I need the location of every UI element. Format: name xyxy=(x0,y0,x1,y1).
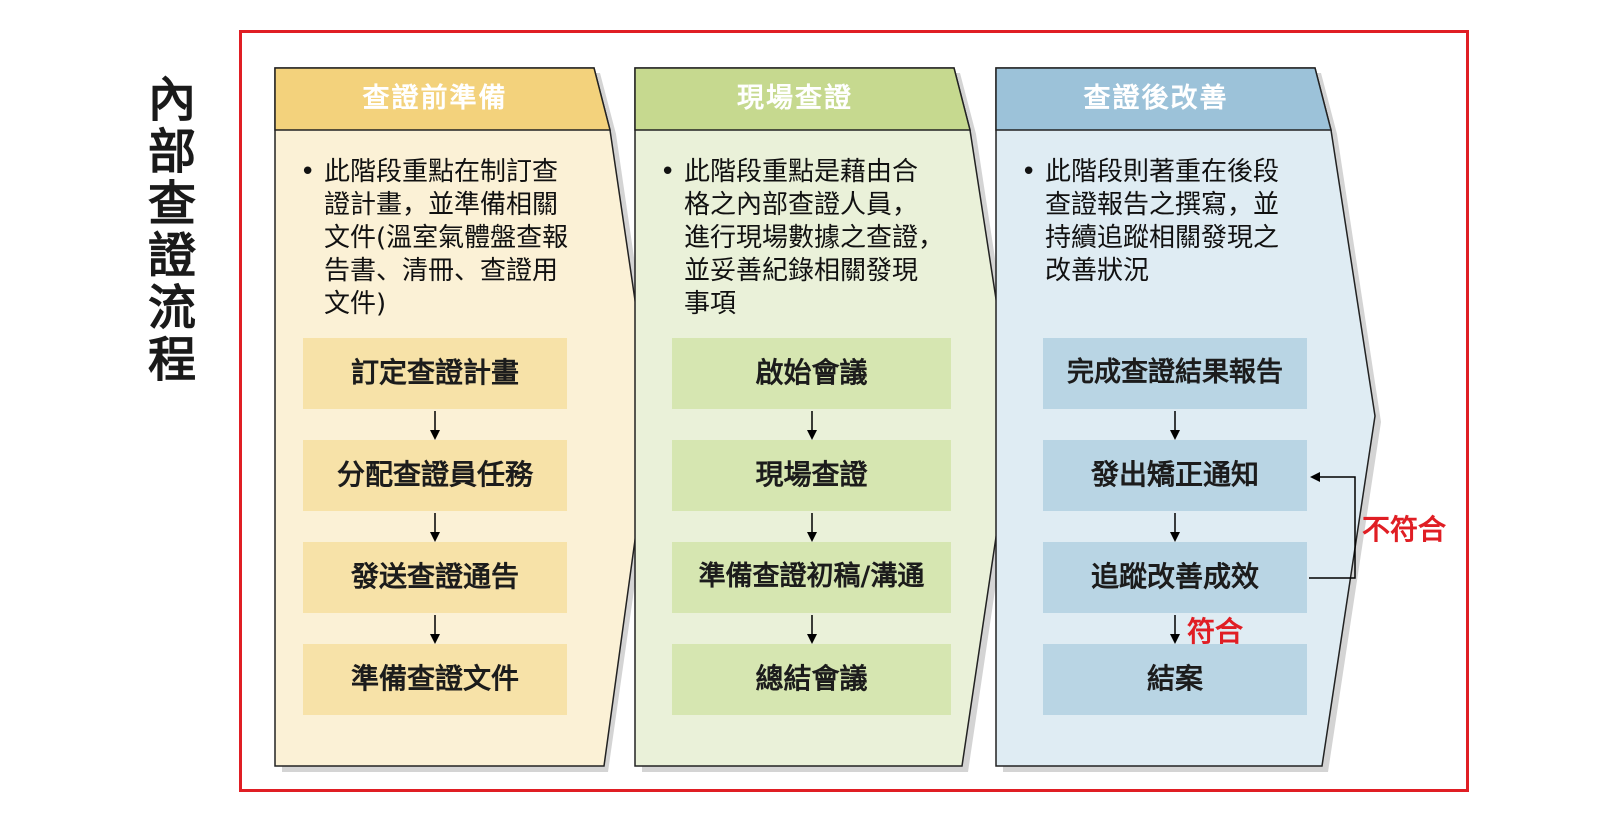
title-char: 程 xyxy=(147,332,196,388)
description-line: 進行現場數據之查證， xyxy=(684,223,945,253)
description-line: 文件) xyxy=(324,289,387,319)
title-char: 部 xyxy=(147,124,196,180)
step-label: 發送查證通告 xyxy=(350,560,519,593)
outer-red-frame xyxy=(239,30,1469,792)
step-box xyxy=(303,644,567,715)
description-line: 文件(溫室氣體盤查報 xyxy=(324,223,569,253)
title-char: 證 xyxy=(147,228,196,284)
step-label: 完成查證結果報告 xyxy=(1067,357,1283,388)
diagram-title: 內 部 查 證 流 程 xyxy=(140,74,204,386)
step-label: 準備查證初稿/溝通 xyxy=(698,561,925,592)
description-line: 此階段重點在制訂查 xyxy=(324,157,559,187)
step-label: 訂定查證計畫 xyxy=(350,356,519,389)
description-line: 查證報告之撰寫，並 xyxy=(1045,190,1280,220)
description-line: 事項 xyxy=(684,289,737,319)
description-line: 此階段則著重在後段 xyxy=(1045,157,1280,187)
description-line: 並妥善紀錄相關發現 xyxy=(684,256,919,286)
step-label: 啟始會議 xyxy=(755,356,868,389)
step-box xyxy=(1043,338,1307,409)
step-label: 分配查證員任務 xyxy=(336,458,533,491)
conform-label: 符合 xyxy=(1187,615,1244,648)
step-box xyxy=(303,440,567,511)
feedback-arrow xyxy=(1309,472,1356,579)
step-box xyxy=(672,338,951,409)
description-line: 此階段重點是藉由合 xyxy=(684,157,919,187)
description-line: 告書、清冊、查證用 xyxy=(324,256,559,286)
description-line: 改善狀況 xyxy=(1045,256,1150,286)
description-line: 證計畫，並準備相關 xyxy=(324,190,559,220)
step-box xyxy=(672,542,951,613)
nonconform-label: 不符合 xyxy=(1362,513,1447,546)
stage-1-description: 此階段重點在制訂查 證計畫，並準備相關 文件(溫室氣體盤查報 告書、清冊、查證用… xyxy=(300,156,600,321)
description-line: 格之內部查證人員， xyxy=(684,190,919,220)
stage-2-header: 現場查證 xyxy=(737,83,853,114)
step-label: 結案 xyxy=(1146,662,1203,695)
step-box xyxy=(303,338,567,409)
stage-3-description: 此階段則著重在後段 查證報告之撰寫，並 持續追蹤相關發現之 改善狀況 xyxy=(1021,156,1321,288)
step-label: 追蹤改善成效 xyxy=(1090,560,1259,593)
step-box xyxy=(672,644,951,715)
step-label: 現場查證 xyxy=(755,458,868,491)
step-box xyxy=(1043,542,1307,613)
stage-3-header: 查證後改善 xyxy=(1083,83,1229,114)
step-label: 準備查證文件 xyxy=(350,662,519,695)
stage-2-description: 此階段重點是藉由合 格之內部查證人員， 進行現場數據之查證， 並妥善紀錄相關發現… xyxy=(660,156,970,321)
title-char: 查 xyxy=(147,176,196,232)
step-box xyxy=(1043,440,1307,511)
step-box xyxy=(1043,644,1307,715)
step-label: 總結會議 xyxy=(755,662,868,695)
step-box xyxy=(303,542,567,613)
step-label: 發出矯正通知 xyxy=(1090,458,1259,491)
title-char: 流 xyxy=(147,280,196,336)
description-line: 持續追蹤相關發現之 xyxy=(1045,223,1280,253)
stage-1-header: 查證前準備 xyxy=(362,83,508,114)
step-box xyxy=(672,440,951,511)
title-char: 內 xyxy=(147,72,196,128)
